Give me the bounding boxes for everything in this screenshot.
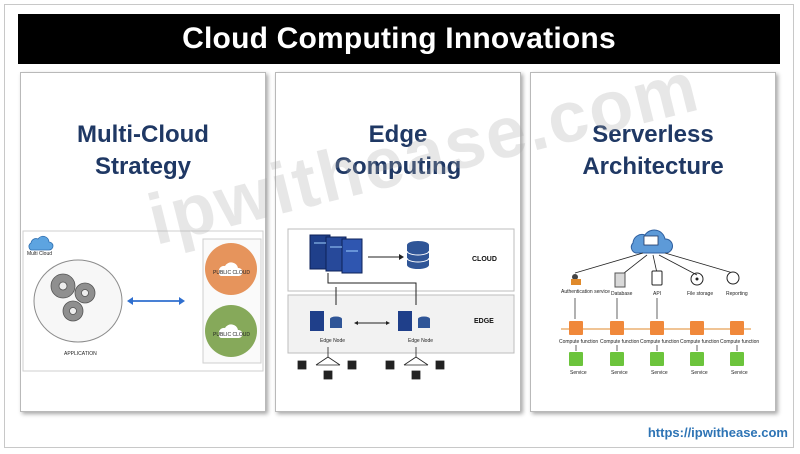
compute-label: Compute function (640, 339, 679, 345)
compute-function-row (569, 321, 744, 335)
compute-service-links (575, 345, 738, 351)
panel-title-line2: Strategy (94, 153, 192, 180)
service-label-file-storage: File storage (687, 291, 713, 297)
compute-label: Compute function (559, 339, 598, 345)
public-cloud-bottom-label: PUBLIC CLOUD (213, 332, 250, 338)
panel-serverless: Serverless Architecture Authentication s… (530, 72, 776, 412)
service-label-api: API (653, 291, 661, 297)
edge-node-left (310, 311, 342, 331)
service-label: Service (731, 370, 748, 376)
edge-node-left-label: Edge Node (320, 338, 345, 344)
reporting-icon (726, 271, 740, 285)
panel-title-line1: Multi-Cloud (77, 121, 209, 148)
outer-frame (4, 4, 794, 448)
panel-title-line1: Serverless (592, 121, 714, 148)
edge-node-right (398, 311, 430, 331)
edge-link-arrows (354, 321, 390, 325)
panel-title-line2: Architecture (582, 153, 724, 180)
service-label-reporting: Reporting (726, 291, 748, 297)
cloud-icon (218, 262, 243, 276)
panel-title-line2: Computing (334, 153, 462, 180)
laptop-icon (643, 235, 659, 246)
service-row (569, 352, 744, 366)
database-icon (406, 241, 430, 269)
file-storage-icon (690, 272, 704, 286)
panel-title: Edge Computing (276, 119, 520, 183)
edge-node-right-label: Edge Node (408, 338, 433, 344)
service-label: Service (691, 370, 708, 376)
service-label: Service (570, 370, 587, 376)
service-links (574, 252, 734, 278)
api-icon (651, 270, 663, 286)
cloud-icon (218, 324, 243, 338)
multi-cloud-label: Multi Cloud (27, 251, 52, 257)
service-label-auth: Authentication service (561, 289, 610, 295)
service-compute-links (574, 298, 658, 319)
compute-label: Compute function (600, 339, 639, 345)
auth-service-icon (571, 274, 581, 285)
panel-title-line1: Edge (368, 121, 428, 148)
serverless-diagram: Authentication service Database API File… (559, 229, 759, 376)
server-rack-icon (309, 234, 363, 274)
edge-computing-diagram: CLOUD EDGE Edge Node (287, 228, 515, 380)
edge-zone-label: EDGE (474, 318, 494, 325)
compute-label: Compute function (720, 339, 759, 345)
application-circle (33, 259, 123, 343)
connector-line (327, 273, 417, 305)
footer-url[interactable]: https://ipwithease.com (647, 425, 788, 440)
gears-icon (50, 273, 96, 322)
service-label-database: Database (611, 291, 633, 297)
devices-icon (297, 347, 445, 380)
public-cloud-top-label: PUBLIC CLOUD (213, 270, 250, 276)
panel-edge-computing: Edge Computing CLOUD EDGE (275, 72, 521, 412)
compute-label: Compute function (680, 339, 719, 345)
cloud-zone-label: CLOUD (472, 256, 497, 263)
double-arrow-icon (127, 297, 185, 305)
multi-cloud-diagram: Multi Cloud APPLICATION PUBLIC CLOUD PUB… (22, 230, 264, 372)
panel-title: Multi-Cloud Strategy (21, 119, 265, 183)
service-label: Service (611, 370, 628, 376)
panel-multi-cloud: Multi-Cloud Strategy Multi Cloud APPLICA… (20, 72, 266, 412)
multi-cloud-icon (28, 235, 54, 251)
panel-title: Serverless Architecture (531, 119, 775, 183)
application-label: APPLICATION (64, 351, 97, 357)
database-icon (614, 272, 626, 288)
service-label: Service (651, 370, 668, 376)
page-title: Cloud Computing Innovations (18, 14, 780, 64)
arrow-head (399, 254, 404, 260)
